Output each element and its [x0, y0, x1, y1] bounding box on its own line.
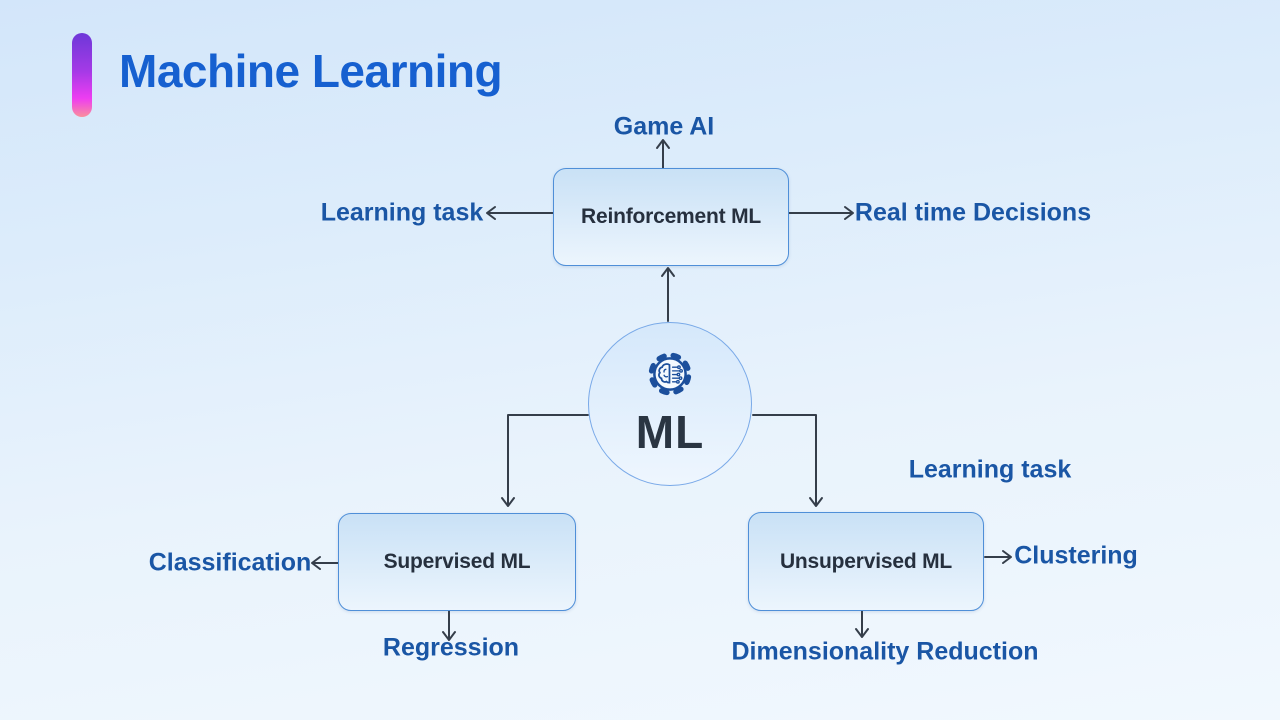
label-regression: Regression [382, 633, 520, 662]
arrow-ml-to-supervised [501, 414, 589, 507]
label-real-time-decisions: Real time Decisions [854, 198, 1092, 227]
arrow-reinforcement-to-game-ai [656, 139, 670, 169]
node-label: Supervised ML [383, 550, 531, 573]
node-reinforcement-ml: Reinforcement ML [553, 168, 789, 266]
label-dimensionality-reduction: Dimensionality Reduction [731, 637, 1039, 666]
node-supervised-ml: Supervised ML [338, 513, 576, 611]
node-unsupervised-ml: Unsupervised ML [748, 512, 984, 611]
node-label: Reinforcement ML [581, 205, 761, 228]
label-clustering: Clustering [1014, 541, 1138, 570]
arrow-unsupervised-to-dimensionality-reduction [855, 610, 869, 638]
label-game-ai: Game AI [613, 112, 715, 141]
label-learning-task-left: Learning task [320, 198, 484, 227]
arrow-ml-to-unsupervised [752, 414, 823, 507]
node-label: Unsupervised ML [779, 549, 953, 573]
arrow-unsupervised-to-clustering [984, 550, 1012, 564]
label-classification: Classification [148, 548, 312, 577]
brain-gear-icon [645, 349, 695, 404]
page-title: Machine Learning [119, 45, 503, 97]
label-learning-task-right: Learning task [908, 455, 1072, 484]
title-accent-bar [72, 33, 92, 117]
ml-center-label: ML [635, 406, 705, 458]
arrow-ml-to-reinforcement [661, 267, 675, 322]
arrow-reinforcement-to-learning-task [486, 206, 554, 220]
arrow-reinforcement-to-real-time-decisions [787, 206, 854, 220]
arrow-supervised-to-classification [311, 556, 339, 570]
ml-center-node: ML [588, 322, 752, 486]
